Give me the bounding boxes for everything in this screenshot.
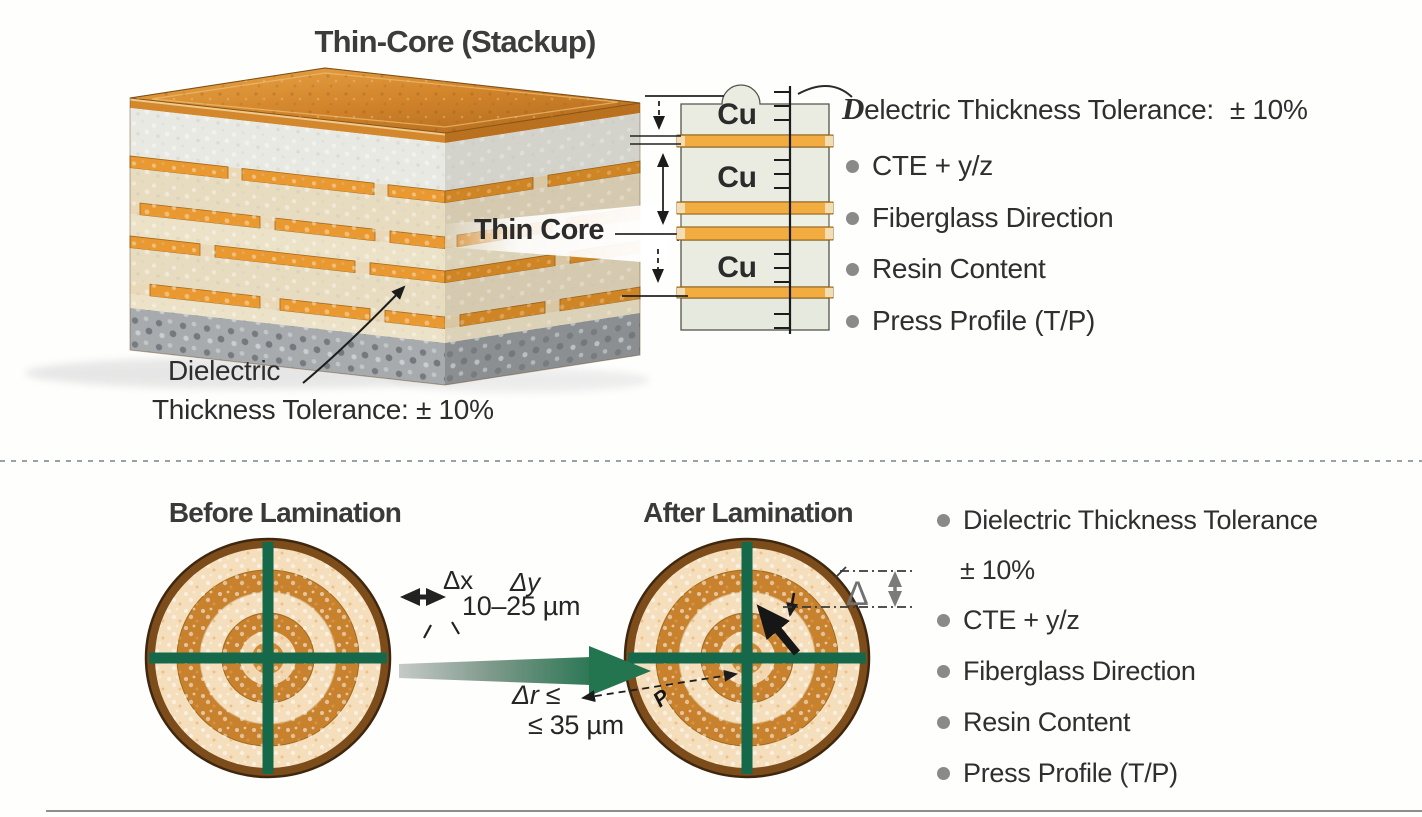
bullet-dot [937, 665, 950, 678]
bullet-cte: CTE + y/z [846, 150, 993, 182]
cu-label-3: Cu [717, 251, 756, 284]
bullet-press: Press Profile (T/P) [846, 305, 1095, 337]
page-title: Thin-Core (Stackup) [314, 24, 596, 59]
dielectric-note-line2: Thickness Tolerance: ± 10% [152, 394, 494, 425]
stackup-illustration: Cu Cu Cu [25, 67, 853, 392]
bullet-dot [846, 159, 859, 173]
after-lamination-circle [625, 539, 869, 777]
lamination-illustration: Δ P [0, 465, 914, 817]
cu-label-1: Cu [717, 98, 756, 131]
tolerance-heading-value: ± 10% [1229, 94, 1308, 125]
bullet-dot [846, 314, 859, 328]
delta-y-label: Δy [510, 567, 540, 597]
bullet-dot [937, 614, 950, 627]
before-lamination-heading: Before Lamination [168, 497, 402, 528]
bullet-dot [846, 262, 859, 276]
bullet2-dielectric-line2: ± 10% [960, 555, 1035, 585]
xy-shift-arrow [400, 588, 460, 639]
bullet-dot [937, 716, 950, 729]
bullet2-fiberglass: Fiberglass Direction [937, 656, 1196, 687]
delta-r-value: ≤ 35 µm [528, 710, 624, 740]
dielectric-note-arrow [302, 285, 406, 384]
bullet2-resin: Resin Content [937, 707, 1131, 738]
bullet-dot [937, 514, 950, 527]
ruler [774, 86, 792, 334]
bullet2-press: Press Profile (T/P) [937, 758, 1178, 789]
bullet2-dielectric: Dielectric Thickness Tolerance [937, 505, 1318, 536]
delta-r-label: Δr ≤ [512, 680, 561, 710]
tolerance-heading-lead: D [842, 91, 865, 126]
after-lamination-heading: After Lamination [643, 497, 853, 528]
bullet-fiberglass: Fiberglass Direction [846, 202, 1114, 234]
bullet-dot [846, 211, 859, 225]
cross-section: Cu Cu Cu [676, 84, 834, 334]
before-lamination-circle [146, 539, 390, 777]
cross-section-dimensions [622, 95, 724, 297]
shift-range-label: 10–25 µm [462, 591, 581, 621]
thin-core-label: Thin Core [474, 214, 605, 246]
section-divider [0, 460, 1422, 462]
dielectric-note-line1: Dielectric [168, 355, 281, 386]
bullet2-cte: CTE + y/z [937, 605, 1080, 636]
delta-x-label: Δx [443, 565, 473, 595]
thin-core-wedge [446, 203, 668, 264]
heading-leader-curve [797, 85, 853, 98]
tolerance-heading: Delectric Thickness Tolerance: ± 10% [842, 91, 1308, 127]
bottom-rule [46, 810, 1422, 812]
bullet-dot [937, 767, 950, 780]
tolerance-heading-rest: electric Thickness Tolerance: [864, 94, 1214, 125]
delta-symbol: Δ [846, 575, 868, 613]
bullet-resin: Resin Content [846, 253, 1046, 285]
cu-label-2: Cu [717, 161, 756, 194]
